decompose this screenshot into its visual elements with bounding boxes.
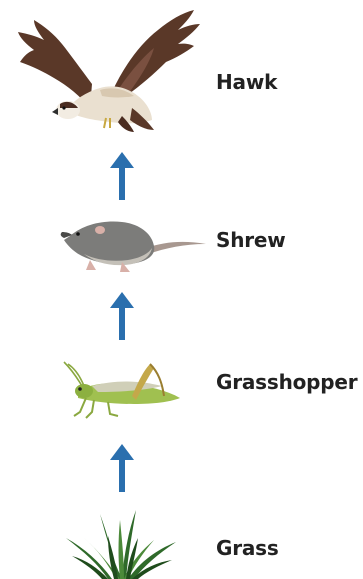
grass-label: Grass (216, 536, 279, 560)
grasshopper-icon (58, 358, 184, 422)
arrow-up-icon (110, 152, 134, 200)
grasshopper-label: Grasshopper (216, 370, 357, 394)
arrow-up-icon (110, 444, 134, 492)
arrow-up-icon (110, 292, 134, 340)
grass-icon (62, 508, 180, 579)
hawk-label: Hawk (216, 70, 277, 94)
shrew-icon (60, 214, 210, 276)
shrew-label: Shrew (216, 228, 286, 252)
hawk-icon (14, 4, 204, 136)
